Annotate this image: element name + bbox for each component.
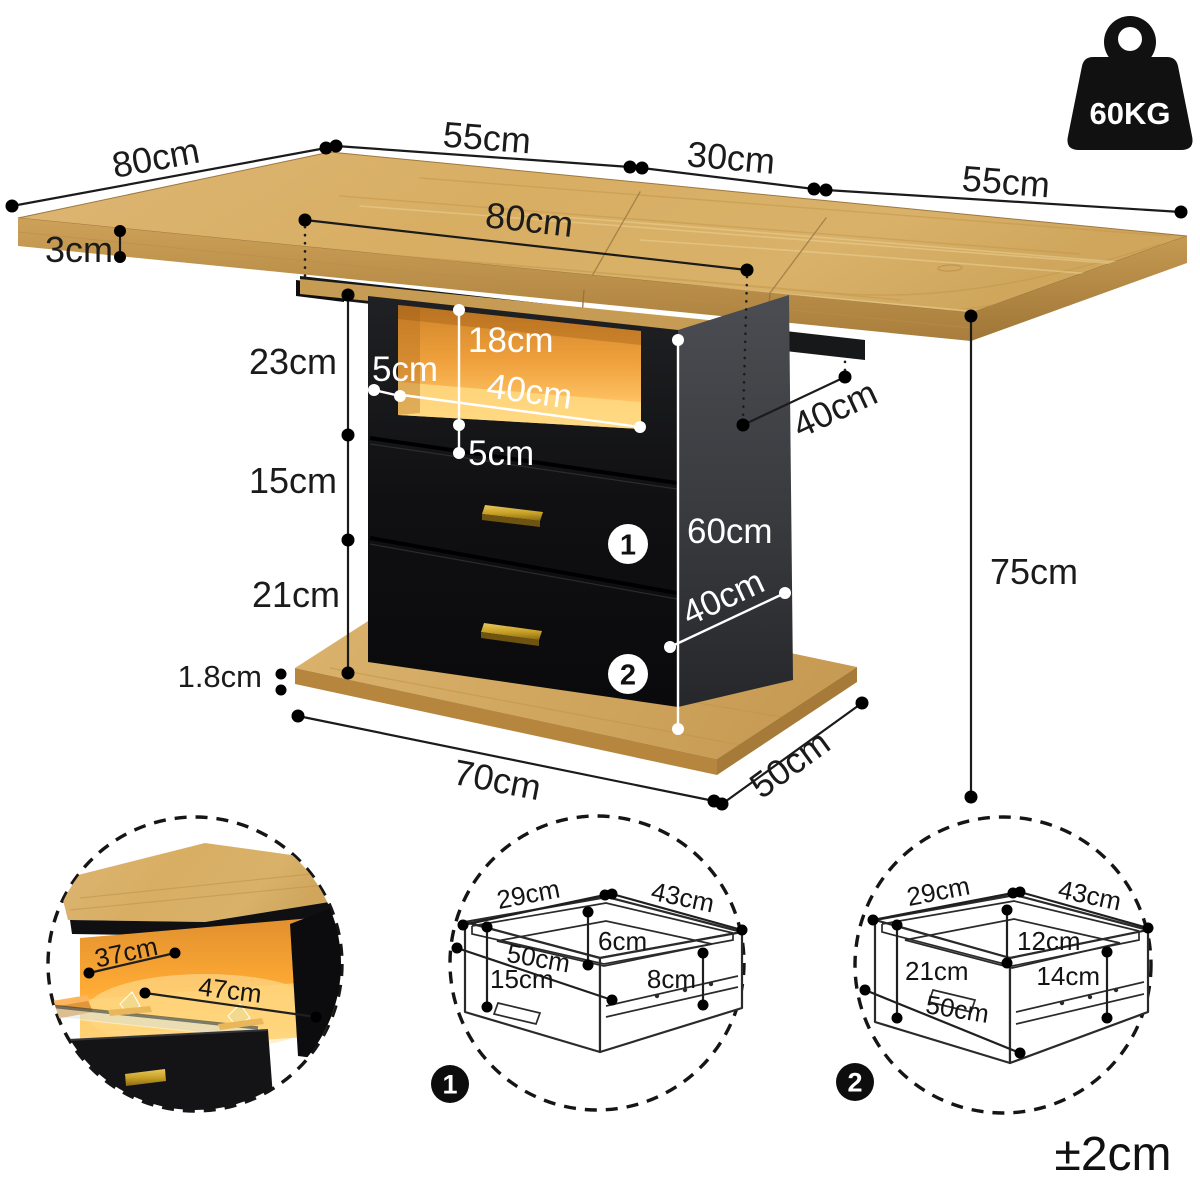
drawer1-badge: 1 (608, 524, 648, 564)
table-height-label: 75cm (990, 551, 1078, 592)
dim-compartment-width: 40cm (401, 366, 646, 433)
weight-icon: 60KG (1067, 16, 1193, 150)
decor-items-icon (108, 991, 264, 1030)
tolerance-note: ±2cm (1054, 1128, 1171, 1181)
weight-capacity-label: 60KG (1090, 96, 1171, 131)
flap-handle (125, 1069, 166, 1086)
dim-compartment-bottom-gap: 5cm (453, 425, 534, 473)
tabletop-end-edge (971, 236, 1187, 341)
pedestal-height-label: 60cm (687, 512, 773, 551)
section-compartment-label: 23cm (249, 341, 337, 382)
inset-drawer-1: 29cm 43cm 6cm 50cm 15cm 8cm (431, 814, 748, 1112)
top-extension-label: 30cm (685, 133, 776, 182)
dim-d2-inner-height: 12cm (1001, 904, 1081, 969)
top-right-leaf-label: 55cm (960, 158, 1051, 206)
frame-width-label: 80cm (483, 194, 575, 245)
dim-d2-front-height: 21cm (891, 919, 969, 1024)
dim-top-right-leaf: 55cm (819, 158, 1188, 219)
base-length-label: 70cm (450, 751, 544, 808)
d2-front-height-label: 21cm (905, 956, 969, 986)
pedestal-side-panel (678, 295, 793, 707)
drawer1-front-label: 15cm (249, 460, 337, 501)
base-thickness-label: 1.8cm (178, 659, 262, 694)
tabletop (17, 151, 1188, 341)
dim-d1-inner-height: 6cm (582, 906, 647, 971)
d1-rail-height-label: 8cm (647, 964, 696, 994)
compartment-opening-height-label: 18cm (468, 321, 554, 360)
d1-inner-height-label: 6cm (598, 926, 647, 956)
dim-pedestal-height: 60cm (672, 334, 773, 735)
drawer2-badge: 2 (608, 654, 648, 694)
inset-drawer1-badge: 1 (431, 1065, 469, 1103)
compartment-bottom-gap-label: 5cm (468, 434, 534, 473)
inset-drawer2-badge: 2 (836, 1063, 874, 1101)
compartment-side-gap-label: 5cm (372, 350, 438, 389)
top-left-leaf-label: 55cm (441, 114, 532, 162)
d2-inner-height-label: 12cm (1017, 926, 1081, 956)
d2-rail-height-label: 14cm (1036, 961, 1100, 991)
drawer1-art (463, 895, 744, 1054)
dim-inset-compartment-width: 47cm (139, 971, 322, 1023)
dim-top-thickness: 3cm (45, 225, 126, 270)
drawer2-front-label: 21cm (252, 574, 340, 615)
dim-top-left-leaf: 55cm (329, 114, 637, 174)
inset-drawer-2: 29cm 43cm 12cm 21cm 14cm 50cm (836, 815, 1154, 1115)
dim-frame-width: 80cm (298, 194, 754, 421)
dim-top-extension: 30cm (635, 133, 821, 196)
dim-d1-rail-height: 8cm (647, 947, 709, 1011)
inset-drawer1-badge-number: 1 (442, 1070, 457, 1100)
drawer2-badge-number: 2 (620, 660, 636, 692)
extension-leaf-edge (300, 279, 748, 339)
drawer1-handle (482, 505, 543, 527)
drawer2-handle (481, 623, 542, 646)
dim-d1-front-height: 15cm (481, 921, 554, 1013)
inset-drawer2-badge-number: 2 (847, 1068, 862, 1098)
dim-base-thickness: 1.8cm (178, 659, 287, 696)
dim-compartment-side-gap: 5cm (368, 350, 438, 402)
top-thickness-label: 3cm (45, 229, 113, 270)
drawer1-badge-number: 1 (620, 530, 636, 562)
inset-compartment: 37cm 47cm (46, 815, 344, 1113)
depth-total-label: 80cm (109, 130, 203, 186)
dim-compartment-opening-height: 18cm (453, 304, 554, 431)
dim-d2-rail-height: 14cm (1036, 946, 1113, 1024)
drawer2-art (873, 893, 1150, 1065)
d1-front-height-label: 15cm (490, 964, 554, 994)
dim-table-height: 75cm (964, 309, 1078, 804)
dim-left-chain: 23cm 15cm 21cm (249, 288, 355, 680)
